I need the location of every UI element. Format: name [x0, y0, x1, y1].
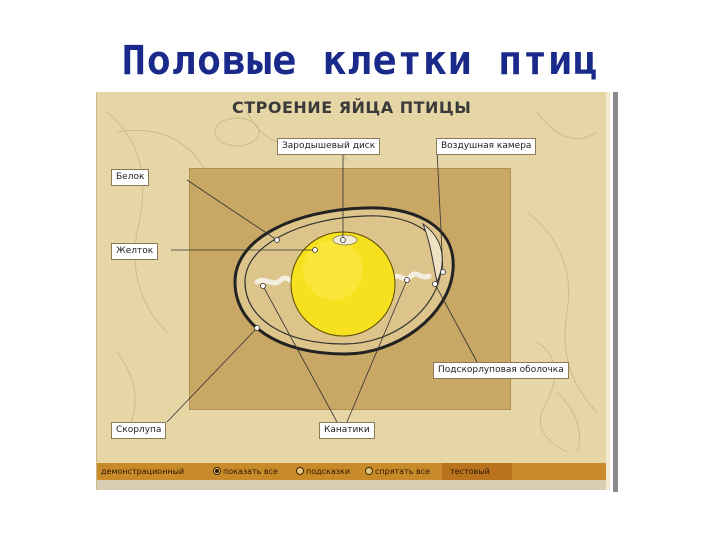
demo-mode-tab[interactable]: демонстрационный [101, 467, 185, 476]
show-all-option[interactable]: показать все [213, 467, 278, 476]
hide-all-option[interactable]: спрятать все [365, 467, 430, 476]
label-germinal-disc: Зародышевый диск [277, 138, 381, 155]
slide-title: Половые клетки птиц [121, 38, 599, 84]
diagram-title: СТРОЕНИЕ ЯЙЦА ПТИЦЫ [232, 98, 472, 117]
label-shell-membrane: Подскорлуповая оболочка [433, 362, 569, 379]
label-yolk: Желток [111, 243, 159, 260]
radio-selected-icon [213, 467, 221, 475]
label-shell: Скорлупа [111, 422, 167, 439]
test-mode-tab-bg [442, 463, 512, 480]
label-white: Белок [111, 169, 150, 186]
panel-bottom-stripe [97, 480, 609, 490]
mode-bar: демонстрационный показать все подсказки … [97, 463, 609, 480]
label-chalazae: Канатики [319, 422, 375, 439]
egg-diagram-panel: СТРОЕНИЕ ЯЙЦА ПТИЦЫ [96, 92, 609, 490]
hints-option[interactable]: подсказки [296, 467, 350, 476]
chalaza-right [390, 271, 432, 282]
test-mode-tab[interactable]: тестовый [450, 467, 490, 476]
egg-illustration [166, 149, 478, 423]
panel-right-edge [606, 92, 610, 490]
label-air-cell: Воздушная камера [436, 138, 537, 155]
radio-icon [365, 467, 373, 475]
scrollbar[interactable] [613, 92, 618, 492]
radio-icon [296, 467, 304, 475]
